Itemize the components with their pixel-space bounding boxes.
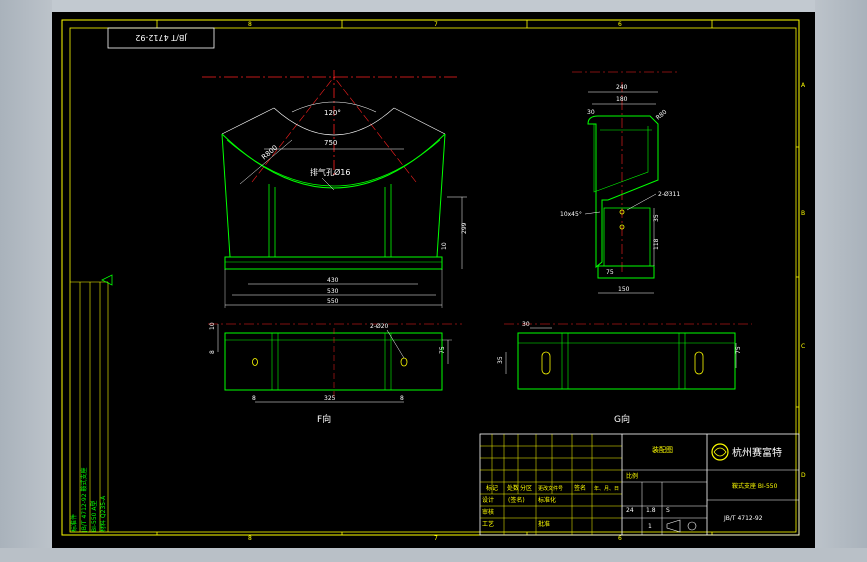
drawing-no: JB/T 4712-92 bbox=[723, 515, 763, 522]
inner-border bbox=[69, 27, 797, 533]
window-left-strip bbox=[0, 0, 52, 562]
drawing-canvas[interactable]: 8 7 6 8 7 6 A B C D JB/T 4712-92 标准件 JB/… bbox=[52, 12, 815, 548]
dim-hole-label: 排气孔Ø16 bbox=[310, 167, 350, 177]
tb-role-2: 审核 bbox=[482, 508, 494, 516]
dim-r80: R80 bbox=[655, 108, 669, 121]
cad-drawing: 8 7 6 8 7 6 A B C D JB/T 4712-92 标准件 JB/… bbox=[61, 19, 806, 542]
standard-no-box bbox=[107, 27, 215, 49]
window-top-strip bbox=[0, 0, 867, 12]
dim-30: 30 bbox=[587, 109, 595, 116]
dim-angle: 120° bbox=[324, 109, 341, 117]
tb-role-1: 设计 bbox=[482, 496, 494, 504]
dim-35: 35 bbox=[653, 214, 660, 222]
tb-weight: 1.8 bbox=[646, 507, 656, 514]
front-view: 120° 750 R800 排气孔Ø16 299 10 430 530 550 bbox=[202, 70, 468, 308]
grid-label-right-4: D bbox=[801, 472, 806, 479]
company-name: 杭州赛富特 bbox=[732, 446, 782, 459]
tb-scale-label: 比例 bbox=[626, 472, 638, 480]
standard-no-text: JB/T 4712-92 bbox=[135, 33, 187, 42]
tb-sheet: 24 bbox=[626, 507, 634, 514]
side-note-1: 标准件 bbox=[70, 514, 78, 532]
center-marker bbox=[101, 274, 113, 286]
tb-rev: S bbox=[666, 507, 670, 514]
dim-550: 550 bbox=[327, 298, 339, 305]
tb-row-6: 年、月、日 bbox=[594, 485, 619, 492]
dim-118: 118 bbox=[653, 238, 660, 250]
plan-f-10: 10 bbox=[209, 322, 216, 330]
grid-label-bottom-3: 6 bbox=[618, 535, 622, 542]
side-note-4: 材料 Q235-A bbox=[99, 495, 107, 532]
tb-row-3: 分区 bbox=[520, 484, 532, 492]
tb-qty: 1 bbox=[648, 523, 652, 530]
grid-label-bottom-2: 7 bbox=[434, 535, 438, 542]
plan-f-325: 325 bbox=[324, 395, 336, 402]
grid-label-right-1: A bbox=[801, 82, 806, 89]
tb-row-2: 处数 bbox=[507, 484, 519, 492]
plan-view-g: 30 35 75 G向 bbox=[497, 321, 752, 425]
plan-f-75: 75 bbox=[439, 346, 446, 354]
dim-10: 10 bbox=[441, 242, 448, 250]
tb-assembly: 装配图 bbox=[652, 445, 673, 454]
dim-240: 240 bbox=[616, 84, 628, 91]
grid-label-right-2: B bbox=[801, 210, 805, 217]
window-bottom-strip bbox=[0, 548, 867, 562]
tb-role-3: 工艺 bbox=[482, 520, 494, 528]
projection-icon bbox=[666, 519, 681, 533]
plan-g-30: 30 bbox=[522, 321, 530, 328]
company-logo-icon bbox=[711, 443, 729, 461]
tb-sign: (签名) bbox=[508, 496, 525, 504]
tb-role-4: 批准 bbox=[538, 520, 550, 528]
outer-border bbox=[61, 19, 800, 536]
title-block: 标记 处数 分区 更改文件号 签名 年、月、日 设计 (签名) 标准化 审核 工… bbox=[479, 433, 800, 536]
dim-150: 150 bbox=[618, 286, 630, 293]
tb-row-5: 签名 bbox=[574, 484, 586, 492]
dim-530: 530 bbox=[327, 288, 339, 295]
plan-f-slot: 2-Ø20 bbox=[370, 323, 389, 330]
plan-f-e8b: 8 bbox=[400, 395, 404, 402]
part-name: 鞍式支座 BI-550 bbox=[732, 482, 778, 490]
plan-f-e8a: 8 bbox=[252, 395, 256, 402]
dim-75: 75 bbox=[606, 269, 614, 276]
tb-row-4: 更改文件号 bbox=[538, 485, 563, 492]
tb-row-1: 标记 bbox=[486, 484, 498, 492]
dim-height: 299 bbox=[461, 222, 468, 234]
dim-430: 430 bbox=[327, 277, 339, 284]
dim-chamfer: 10x45° bbox=[560, 211, 582, 218]
side-view: 240 180 30 R80 2-Ø311 10x45° 35 118 75 1… bbox=[560, 71, 680, 294]
grid-label-right-3: C bbox=[801, 343, 805, 350]
plan-f-8: 8 bbox=[209, 350, 216, 354]
view-label-g: G向 bbox=[614, 413, 630, 425]
grid-label-top-1: 8 bbox=[248, 21, 252, 28]
plan-view-f: 10 8 2-Ø20 75 325 8 8 F向 bbox=[208, 322, 462, 425]
grid-ticks bbox=[156, 20, 799, 535]
plan-g-35: 35 bbox=[497, 356, 504, 364]
view-label-f: F向 bbox=[317, 413, 331, 425]
side-note-3: BI-550 A型 bbox=[90, 500, 98, 532]
tb-std: 标准化 bbox=[538, 496, 556, 504]
grid-label-top-3: 6 bbox=[618, 21, 622, 28]
dim-180: 180 bbox=[616, 96, 628, 103]
window-right-strip bbox=[815, 0, 867, 562]
dim-hole-side: 2-Ø311 bbox=[658, 191, 680, 198]
grid-label-top-2: 7 bbox=[434, 21, 438, 28]
plan-g-75: 75 bbox=[735, 346, 742, 354]
grid-label-bottom-1: 8 bbox=[248, 535, 252, 542]
side-note-2: JB/T 4712-92 鞍式支座 bbox=[80, 468, 88, 533]
dim-750: 750 bbox=[324, 139, 337, 147]
